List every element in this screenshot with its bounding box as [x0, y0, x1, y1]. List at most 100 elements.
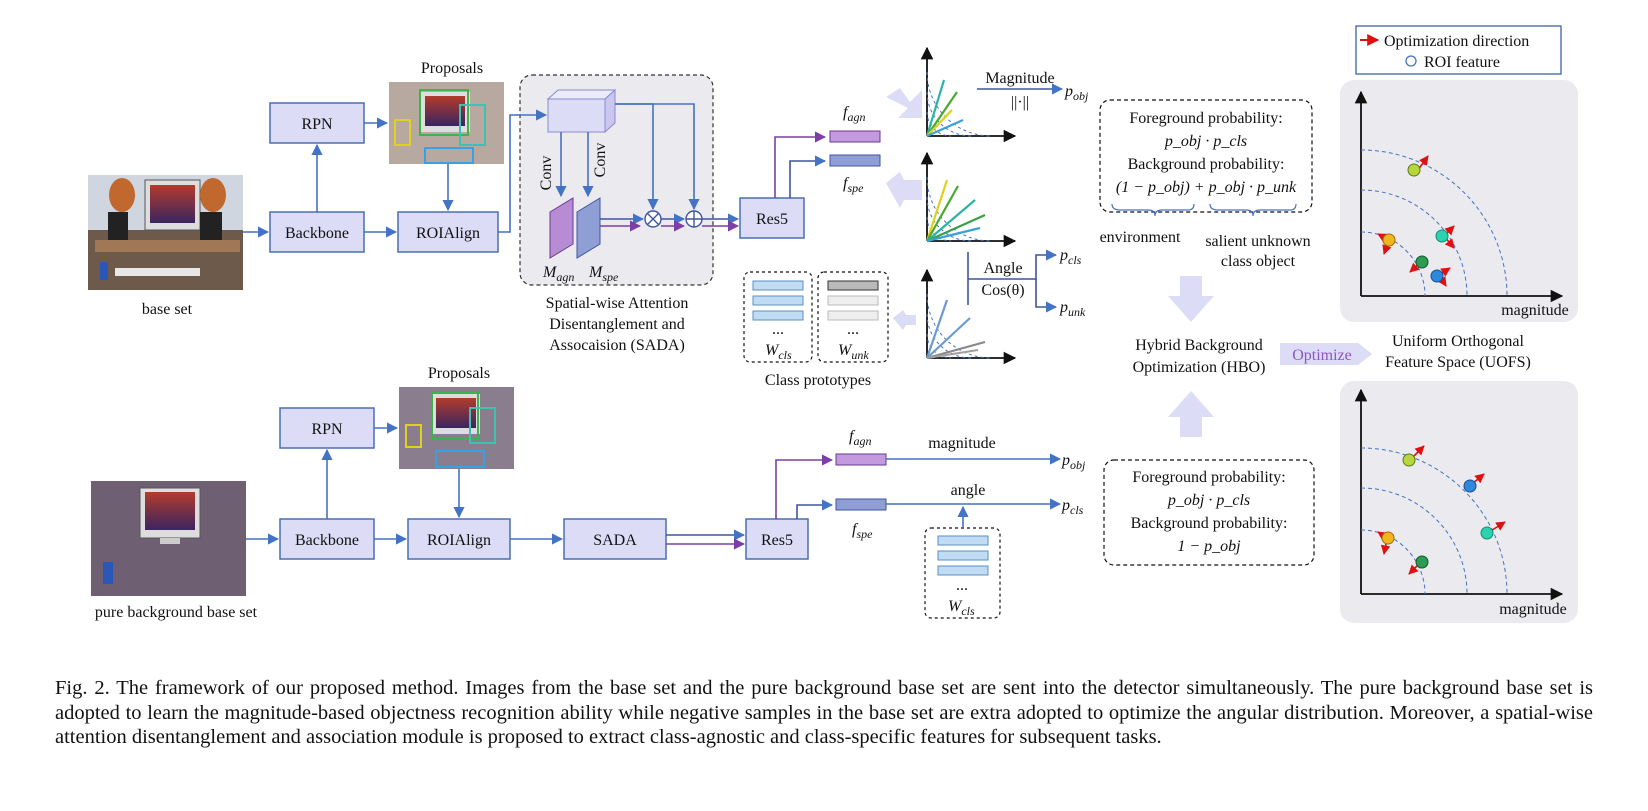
- w-cls-box-bottom: [924, 527, 1001, 619]
- base-set-label: base set: [142, 301, 193, 318]
- m-spe-map: [576, 197, 601, 259]
- uofs-title-2: Feature Space (UOFS): [1385, 354, 1531, 371]
- hbo-arrow-up: [1168, 391, 1214, 437]
- conv-label-right: Conv: [592, 143, 609, 178]
- backbone-label-top: Backbone: [285, 225, 349, 242]
- arrow-angle-pcls: [1030, 249, 1058, 280]
- proposals-label-bottom: Proposals: [428, 365, 490, 382]
- proposals-image-bottom: [399, 387, 514, 469]
- p-unk-label-top: punk: [1059, 299, 1086, 319]
- uofs-plot-top: [1354, 90, 1564, 303]
- w-unk-bars-top: [827, 280, 879, 321]
- proposals-image-top: [389, 82, 504, 164]
- m-spe-label: Mspe: [588, 264, 619, 284]
- w-cls-bars-bottom: [937, 535, 989, 576]
- p-obj-label-top: pobj: [1064, 83, 1089, 103]
- uofs-panel-top: [1340, 80, 1578, 322]
- f-spe-label-top: fspe: [843, 175, 864, 195]
- backbone-box-bottom: [279, 518, 375, 560]
- hbo-top-fg-title: Foreground probability:: [1129, 110, 1282, 127]
- rpn-label-bottom: RPN: [311, 421, 343, 438]
- uofs-title-1: Uniform Orthogonal: [1392, 333, 1525, 350]
- f-agn-bar-bottom: [835, 453, 887, 466]
- hbo-bottom-fg-title: Foreground probability:: [1132, 469, 1285, 486]
- ellipsis-cls-top: ...: [772, 321, 784, 338]
- hbo-top-bg-formula: (1 − p_obj) + p_obj · p_unk: [1116, 179, 1297, 196]
- w-unk-label-top: Wunk: [838, 342, 869, 362]
- arrow-res5-fagn-top: [774, 131, 827, 198]
- res5-label-top: Res5: [756, 211, 788, 228]
- arrow-angle-punk: [1035, 279, 1058, 313]
- f-spe-bar-bottom: [835, 498, 887, 511]
- uofs-panel-bottom: [1340, 381, 1578, 623]
- p-cls-label-top: pcls: [1059, 247, 1082, 267]
- proposals-label-top: Proposals: [421, 60, 483, 77]
- w-cls-bars-top: [752, 280, 804, 321]
- hbo-box-top: [1099, 99, 1313, 213]
- figure-caption: Fig. 2. The framework of our proposed me…: [55, 677, 1593, 748]
- environment-label: environment: [1100, 229, 1181, 246]
- res5-box-bottom: [745, 518, 809, 560]
- brace-salient: [1209, 203, 1297, 217]
- feature-cube: [546, 88, 617, 134]
- f-agn-label-top: fagn: [843, 104, 865, 124]
- uofs-xlabel-top: magnitude: [1501, 302, 1569, 319]
- sada-caption-3: Assocaision (SADA): [549, 337, 685, 354]
- salient-label-2: class object: [1221, 253, 1296, 270]
- backbone-label-bottom: Backbone: [295, 532, 359, 549]
- cos-label: Cos(θ): [981, 282, 1024, 299]
- polar-plot-magnitude: [920, 46, 1017, 143]
- arrow-res5-fspe-bottom: [796, 499, 834, 519]
- fat-arrow-1: [886, 88, 922, 118]
- salient-label-1: salient unknown: [1205, 233, 1310, 250]
- m-agn-map: [549, 197, 574, 259]
- rpn-box-bottom: [279, 407, 375, 449]
- hbo-bottom-bg-title: Background probability:: [1131, 515, 1288, 532]
- f-agn-bar-top: [829, 130, 881, 143]
- w-cls-label-bottom: Wcls: [948, 598, 975, 618]
- arrow-res5-fspe-top: [789, 155, 827, 198]
- angle-label-top: Angle: [983, 260, 1022, 277]
- rpn-label-top: RPN: [301, 116, 333, 133]
- rpn-box-top: [269, 102, 365, 144]
- w-cls-box-top: [743, 271, 813, 363]
- brace-environment: [1111, 203, 1195, 217]
- hbo-top-bg-title: Background probability:: [1128, 156, 1285, 173]
- optimize-arrow: [1280, 343, 1372, 365]
- res5-box-top: [739, 197, 805, 239]
- roialign-box-bottom: [407, 518, 511, 560]
- hbo-top-fg-formula: p_obj · p_cls: [1164, 133, 1247, 150]
- sada-caption-1: Spatial-wise Attention: [546, 295, 689, 312]
- sada-caption-2: Disentanglement and: [549, 316, 685, 333]
- w-cls-label-top: Wcls: [765, 342, 792, 362]
- hbo-label-2: Optimization (HBO): [1133, 359, 1266, 376]
- hbo-bottom-fg-formula: p_obj · p_cls: [1167, 492, 1250, 509]
- ellipsis-unk-top: ...: [847, 321, 859, 338]
- base-set-image: [88, 175, 243, 290]
- f-agn-label-bottom: fagn: [849, 428, 871, 448]
- magnitude-label-top: Magnitude: [985, 70, 1054, 87]
- m-agn-label: Magn: [542, 264, 574, 284]
- magnitude-label-bottom: magnitude: [928, 435, 996, 452]
- arrow-res5-fagn-bottom: [775, 454, 834, 519]
- f-spe-bar-top: [829, 154, 881, 167]
- hbo-arrow-down: [1168, 276, 1214, 322]
- angle-label-bottom: angle: [951, 482, 986, 499]
- arrow-cube-add: [615, 103, 700, 211]
- sada-label-bottom: SADA: [593, 532, 637, 549]
- legend-circle-label: ROI feature: [1424, 54, 1500, 71]
- fat-arrow-2: [886, 172, 922, 208]
- w-unk-box-top: [817, 271, 889, 363]
- p-obj-label-bottom: pobj: [1061, 452, 1086, 472]
- hbo-label-1: Hybrid Background: [1135, 337, 1263, 354]
- roialign-box-top: [397, 211, 499, 253]
- hbo-box-bottom: [1103, 459, 1315, 566]
- roialign-label-top: ROIAlign: [416, 225, 480, 242]
- norm-label: ||·||: [1011, 94, 1029, 111]
- arrow-roialign-sada: [498, 109, 548, 233]
- uofs-plot-bottom: [1354, 388, 1564, 601]
- ellipsis-cls-bottom: ...: [956, 577, 968, 594]
- polar-plot-features: [920, 151, 1017, 248]
- p-cls-label-bottom: pcls: [1061, 497, 1084, 517]
